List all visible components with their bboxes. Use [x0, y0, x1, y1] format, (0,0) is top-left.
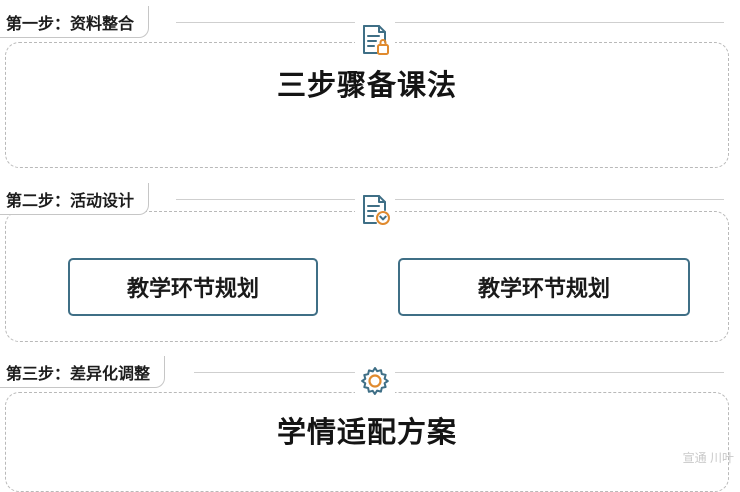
- step-1-label: 第一步：资料整合: [0, 6, 150, 38]
- step-1-panel: [5, 42, 729, 168]
- step-3-label: 第三步：差异化调整: [0, 356, 166, 388]
- watermark: 宣通 川叶: [682, 451, 734, 465]
- step-1-divider: [176, 22, 724, 23]
- document-check-icon: [355, 190, 395, 230]
- activity-box-2: 教学环节规划: [398, 258, 690, 316]
- step-1-title: 三步骤备课法: [276, 70, 457, 102]
- step-2-divider: [176, 199, 724, 200]
- activity-box-1: 教学环节规划: [68, 258, 318, 316]
- step-2-label: 第二步：活动设计: [0, 183, 150, 215]
- step-3-title: 学情适配方案: [276, 417, 457, 449]
- step-3-divider: [194, 372, 724, 373]
- gear-icon: [355, 362, 395, 402]
- document-lock-icon: [355, 20, 395, 60]
